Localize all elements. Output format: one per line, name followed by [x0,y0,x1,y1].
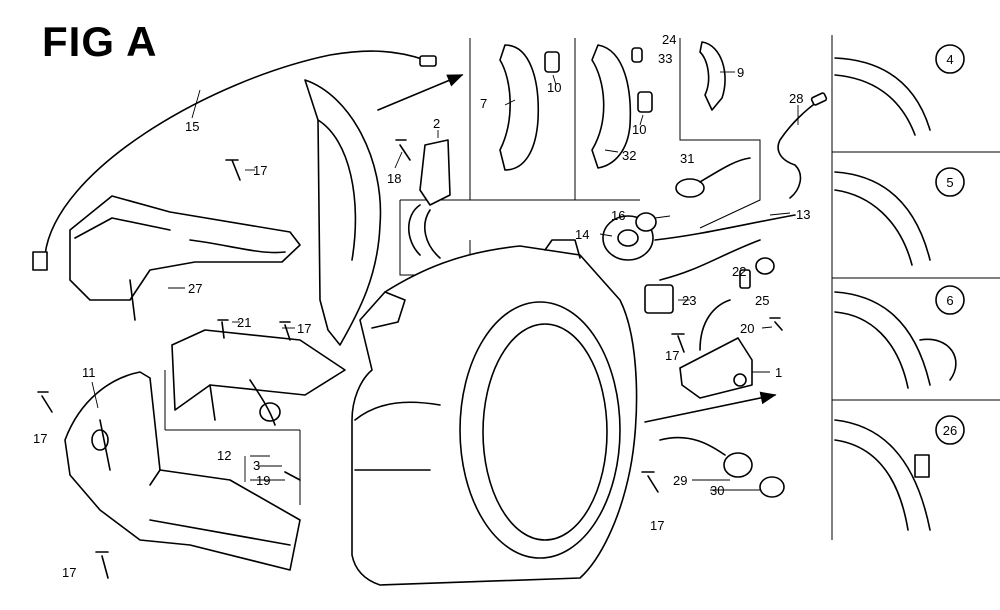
callout-label: 20 [740,321,754,336]
part-30-clamp [759,476,785,498]
callout-label: 19 [256,473,270,488]
shroud-plate [304,79,382,346]
figure-title: FIG A [42,18,158,65]
detail-badge-label: 6 [946,293,953,308]
part-10-clip [544,51,560,73]
detail-badge-circle [935,285,965,315]
part-7-pad [499,44,540,171]
detail-badges: 4 5 6 26 [935,44,965,445]
part-12-bracket [171,329,346,411]
bolt-icons [37,139,783,579]
part-31-sensor [675,178,705,198]
callout-label: 25 [755,293,769,308]
callout-label: 17 [650,518,664,533]
callout-label: 14 [575,227,589,242]
leader-lines [91,71,799,491]
callout-label: 17 [33,431,47,446]
part-28-lead [777,99,821,199]
callout-label: 17 [62,565,76,580]
part-32-pad [591,44,632,169]
detail-badge-circle [935,44,965,74]
callout-label: 17 [297,321,311,336]
callout-label: 28 [789,91,803,106]
detail-badge-label: 26 [943,423,957,438]
detail-badge-circle [935,415,965,445]
subassembly-frame-lower [164,370,301,505]
part-9-pad [699,41,726,111]
callout-label: 23 [682,293,696,308]
callout-label: 13 [796,207,810,222]
callout-label: 15 [185,119,199,134]
callout-label: 31 [680,151,694,166]
callout-label: 3 [253,458,260,473]
callout-labels: 15 17 27 18 2 7 10 24 33 9 10 32 31 28 1… [33,32,810,580]
callout-label: 10 [632,122,646,137]
detail-26-arc [834,419,931,531]
part-1-module [679,337,753,399]
part-2-bracket [419,139,451,206]
detail-badge-circle [935,167,965,197]
callout-label: 24 [662,32,676,47]
detail-5-arc [834,171,931,261]
part-23-block [644,284,674,314]
part-29-connector [723,452,753,478]
detail-4-arc [834,57,931,131]
callout-label: 17 [665,348,679,363]
part-27-cover [69,195,301,301]
callout-label: 17 [253,163,267,178]
callout-label: 9 [737,65,744,80]
callout-label: 11 [82,365,96,380]
callout-label: 32 [622,148,636,163]
callout-label: 30 [710,483,724,498]
detail-6-arc [834,291,931,386]
callout-label: 27 [188,281,202,296]
arrow-icon [644,391,777,423]
part-25-ring [755,257,775,275]
callout-label: 7 [480,96,487,111]
callout-label: 1 [775,365,782,380]
part-29-harness [659,436,726,456]
callout-label: 18 [387,171,401,186]
part-11-cover [64,371,301,571]
part-15-cable [44,50,426,256]
callout-label: 16 [611,208,625,223]
detail-badge-label: 4 [946,52,953,67]
callout-label: 12 [217,448,231,463]
part-10-clip [637,91,653,113]
callout-label: 21 [237,315,251,330]
detail-badge-label: 5 [946,175,953,190]
callout-label: 2 [433,116,440,131]
callout-label: 22 [732,264,746,279]
callout-label: 33 [658,51,672,66]
callout-label: 10 [547,80,561,95]
part-16-cap [635,212,657,232]
fan-housing-ring [459,301,621,559]
arrow-icon [377,74,464,111]
callout-label: 29 [673,473,687,488]
